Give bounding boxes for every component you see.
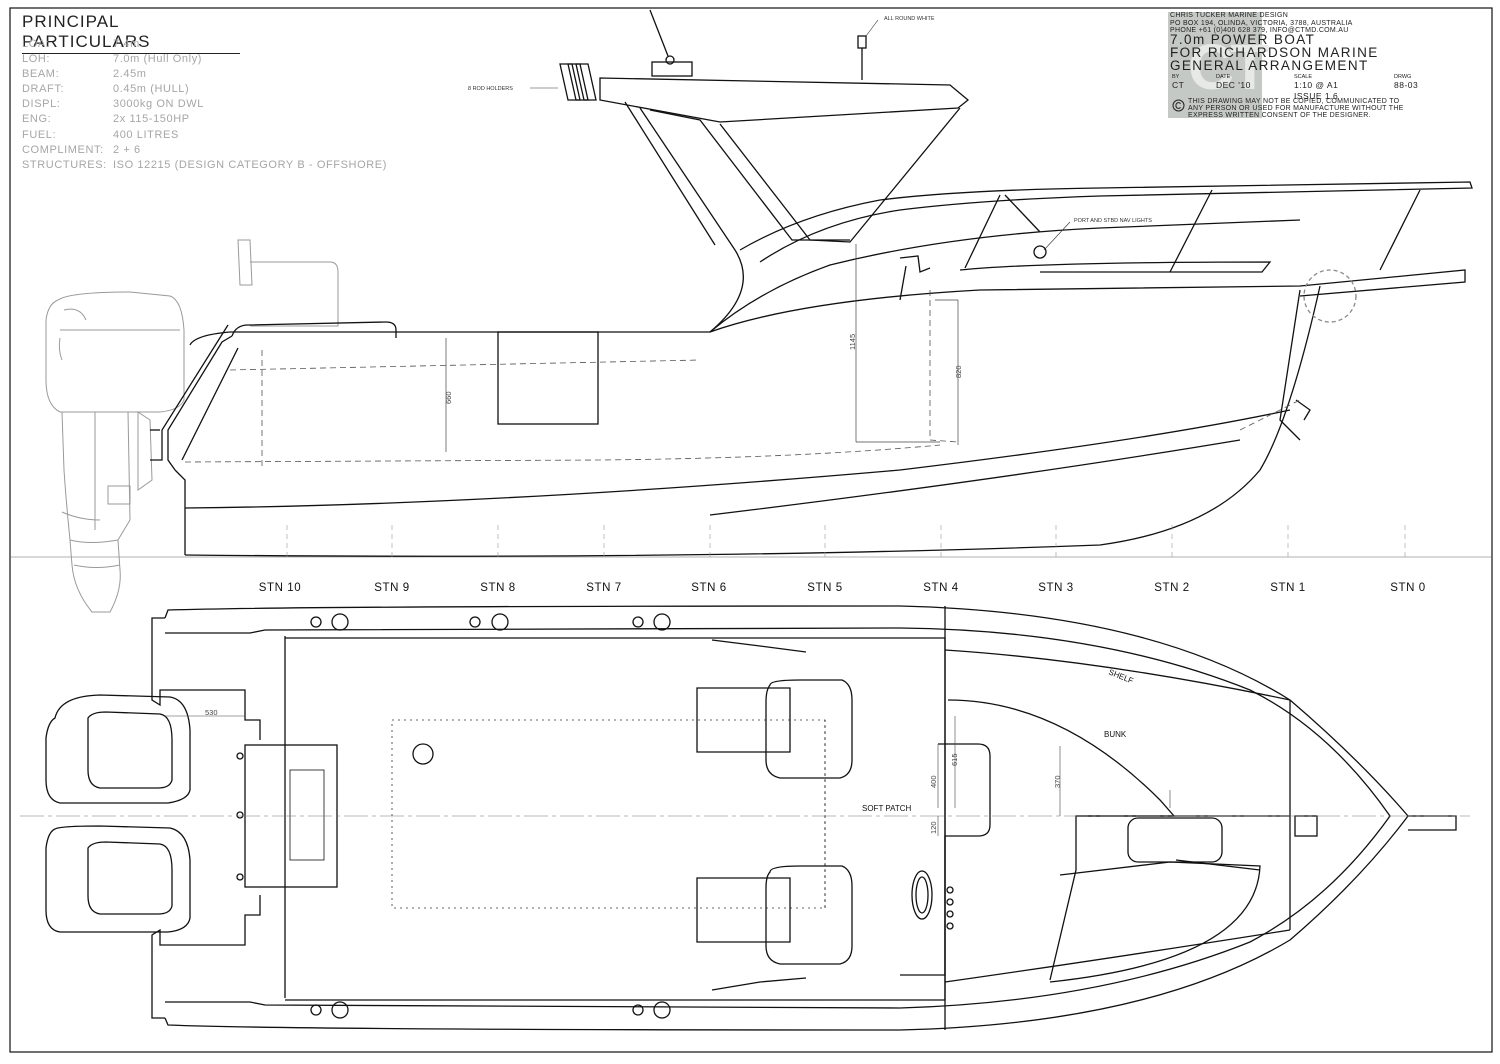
date-label: DATE xyxy=(1216,74,1231,80)
title-block: CT CHRIS TUCKER MARINE DESIGN PO BOX 194… xyxy=(1168,12,1484,120)
dim-400: 400 xyxy=(929,775,938,788)
leader-lines xyxy=(530,19,1071,251)
station-label: STN 10 xyxy=(258,582,302,594)
pp-row-fuel: FUEL: 400 LITRES xyxy=(22,128,387,143)
pp-row-structures: STRUCTURES: ISO 12215 (DESIGN CATEGORY B … xyxy=(22,158,387,173)
note-all-round-white: ALL ROUND WHITE xyxy=(884,16,935,22)
drwg-value: 88-03 xyxy=(1394,80,1419,90)
pp-row-displ: DISPL: 3000kg ON DWL xyxy=(22,97,387,112)
pp-value: 2 + 6 xyxy=(113,143,141,156)
company-name: CHRIS TUCKER MARINE DESIGN xyxy=(1170,12,1289,19)
dim-120: 120 xyxy=(929,821,938,834)
hull-profile xyxy=(150,9,1473,557)
pp-row-beam: BEAM: 2.45m xyxy=(22,67,387,82)
label-soft-patch: SOFT PATCH xyxy=(862,804,912,813)
dimension-lines-profile xyxy=(445,244,959,452)
hidden-lines-profile xyxy=(184,290,1301,470)
dim-615: 615 xyxy=(950,753,959,766)
dim-820: 820 xyxy=(954,365,963,378)
logo-mark: CT xyxy=(1188,31,1269,103)
dim-1145: 1145 xyxy=(848,333,857,350)
pp-row-compliment: COMPLIMENT: 2 + 6 xyxy=(22,143,387,158)
dim-530: 530 xyxy=(205,708,218,717)
station-label: STN 1 xyxy=(1270,582,1306,594)
station-label: STN 5 xyxy=(807,582,843,594)
issue-number: ISSUE 1.6 xyxy=(1294,91,1339,101)
pp-value: 7.4m xyxy=(113,38,140,50)
copyright-icon xyxy=(1172,99,1185,112)
drawing-title-line2: FOR RICHARDSON MARINE xyxy=(1170,45,1379,60)
pp-row-loa: LOA: 7.4m xyxy=(22,37,387,52)
drwg-label: DRWG xyxy=(1394,74,1412,80)
pp-key: ENG: xyxy=(22,113,52,126)
by-value: CT xyxy=(1172,80,1185,90)
company-contact: PHONE +61 (0)400 628 379, INFO@CTMD.COM.… xyxy=(1170,27,1349,34)
dim-370: 370 xyxy=(1053,775,1062,788)
pp-key: BEAM: xyxy=(22,68,60,81)
copyright-line3: EXPRESS WRITTEN CONSENT OF THE DESIGNER. xyxy=(1188,112,1371,119)
pp-row-loh: LOH: 7.0m (Hull Only) xyxy=(22,52,387,67)
company-address: PO BOX 194, OLINDA, VICTORIA, 3788, AUST… xyxy=(1170,20,1353,27)
copyright-line1: THIS DRAWING MAY NOT BE COPIED, COMMUNIC… xyxy=(1188,98,1400,105)
principal-particulars-table: LOA: 7.4m LOH: 7.0m (Hull Only) BEAM: 2.45m… xyxy=(22,37,387,173)
station-label: STN 3 xyxy=(1038,582,1074,594)
dim-660: 660 xyxy=(444,391,453,404)
label-bunk: BUNK xyxy=(1104,730,1127,739)
station-label: STN 4 xyxy=(923,582,959,594)
pp-key: DISPL: xyxy=(22,98,61,111)
note-rod-holders: 8 ROD HOLDERS xyxy=(468,86,513,92)
principal-particulars-title: PRINCIPAL PARTICULARS xyxy=(22,12,240,54)
pp-row-eng: ENG: 2x 115-150HP xyxy=(22,112,387,127)
pp-value: 2x 115-150HP xyxy=(113,113,190,126)
pp-value: 400 LITRES xyxy=(113,128,179,141)
pp-value: 7.0m (Hull Only) xyxy=(113,53,203,66)
pp-value: 2.45m xyxy=(113,68,147,81)
drawing-title-line3: GENERAL ARRANGEMENT xyxy=(1170,58,1369,73)
drawing-title-line1: 7.0m POWER BOAT xyxy=(1170,32,1316,47)
pp-key: STRUCTURES: xyxy=(22,158,107,171)
pp-value: ISO 12215 (DESIGN CATEGORY B - OFFSHORE) xyxy=(113,158,388,171)
pp-value: 3000kg ON DWL xyxy=(113,98,204,111)
station-label: STN 8 xyxy=(480,582,516,594)
station-label: STN 9 xyxy=(374,582,410,594)
pp-value: 0.45m (HULL) xyxy=(113,83,190,96)
pp-key: LOH: xyxy=(22,53,51,66)
note-nav-lights: PORT AND STBD NAV LIGHTS xyxy=(1074,218,1152,224)
by-label: BY xyxy=(1172,74,1180,80)
pp-key: COMPLIMENT: xyxy=(22,143,104,156)
station-ticks xyxy=(286,525,1406,560)
outboard-motor-profile xyxy=(45,239,339,613)
pp-key: FUEL: xyxy=(22,128,57,141)
pp-key: LOA: xyxy=(22,38,50,50)
sheet-border xyxy=(9,7,1493,1053)
scale-value: 1:10 @ A1 xyxy=(1294,80,1339,90)
designer-logo: CT xyxy=(1168,12,1269,118)
date-value: DEC '10 xyxy=(1216,80,1251,90)
station-label: STN 7 xyxy=(586,582,622,594)
pp-key: DRAFT: xyxy=(22,83,65,96)
deck-plan xyxy=(45,605,1457,1031)
copyright-line2: ANY PERSON OR USED FOR MANUFACTURE WITHO… xyxy=(1188,105,1404,112)
dimension-lines-plan xyxy=(165,715,1171,836)
scale-label: SCALE xyxy=(1294,74,1313,80)
station-label: STN 6 xyxy=(691,582,727,594)
station-label: STN 0 xyxy=(1390,582,1426,594)
pp-row-draft: DRAFT: 0.45m (HULL) xyxy=(22,82,387,97)
station-label: STN 2 xyxy=(1154,582,1190,594)
